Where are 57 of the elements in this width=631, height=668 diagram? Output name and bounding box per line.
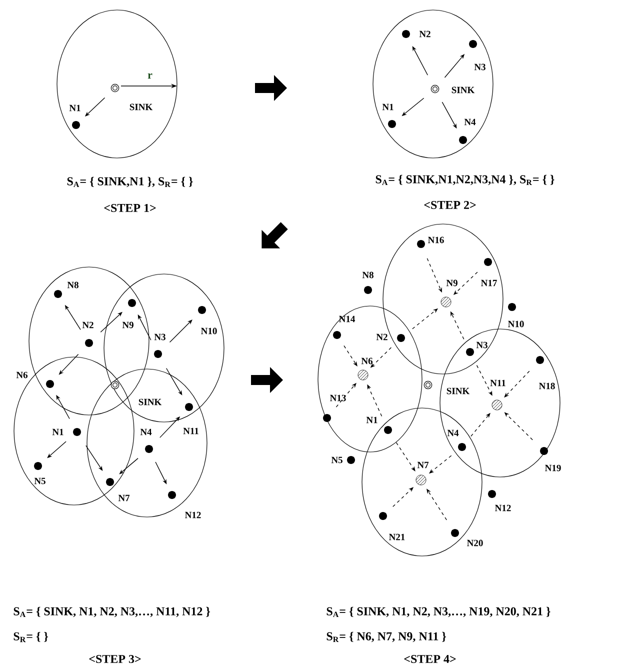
node-label: N2 — [419, 30, 430, 38]
set-label: S$_{A}$= { SINK, N1, N2, N3,…, N19, N20, N21 } — [326, 606, 550, 618]
node-label: SINK — [130, 104, 153, 110]
node-label: N16 — [428, 236, 444, 244]
node-label: N7 — [417, 462, 429, 468]
node-label: N6 — [16, 372, 28, 378]
node-label: N1 — [52, 428, 64, 436]
radius-label: r — [148, 73, 152, 79]
node-label: N4 — [140, 428, 152, 436]
node-label: N10 — [508, 320, 524, 328]
node-label: N3 — [154, 334, 166, 340]
node-label: N3 — [476, 342, 488, 348]
set-label: S$_{A}$= { SINK,N1,N2,N3,N4 }, S$_{R}$= { } — [376, 174, 554, 186]
arrow — [119, 458, 138, 474]
node-label: N13 — [330, 394, 346, 402]
node-label: N21 — [389, 534, 405, 540]
arrow — [169, 320, 192, 343]
node-label: N11 — [183, 428, 198, 434]
node-label: N5 — [34, 478, 46, 484]
step-label: <STEP 4> — [404, 654, 456, 664]
arrow — [396, 442, 416, 472]
node-label: N1 — [69, 104, 80, 112]
step-label: <STEP 2> — [424, 200, 476, 210]
step-label: <STEP 1> — [104, 204, 156, 212]
set-label: S$_{R}$= { N6, N7, N9, N11 } — [326, 632, 446, 642]
node-label: N8 — [67, 282, 78, 288]
node-label: N2 — [82, 322, 94, 328]
set-label: S$_{A}$= { SINK, N1, N2, N3,…, N11, N12 } — [14, 606, 210, 618]
node-label: N6 — [361, 358, 373, 364]
node-label: N17 — [481, 280, 497, 286]
set-label: S$_{R}$= { } — [14, 632, 48, 642]
node-label: SINK — [446, 388, 470, 394]
node-label: N4 — [447, 430, 459, 436]
node-label: N3 — [474, 64, 486, 70]
node-label: N12 — [185, 512, 201, 518]
node-label: N18 — [539, 382, 555, 390]
node-label: SINK — [138, 398, 162, 406]
node-label: N1 — [382, 104, 394, 110]
node-label: N12 — [495, 504, 511, 512]
set-label: S$_{A}$= { SINK,N1 }, S$_{R}$= { } — [67, 176, 193, 188]
node-label: N2 — [376, 334, 388, 340]
node-label: N4 — [464, 118, 476, 126]
node-label: N20 — [467, 540, 483, 546]
node-label: N1 — [366, 416, 378, 424]
node-label: N14 — [339, 316, 356, 322]
node-label: N19 — [545, 464, 561, 472]
node-label: N9 — [122, 322, 134, 328]
node-label: N9 — [446, 280, 458, 286]
node-label: N5 — [331, 456, 342, 464]
node-label: N7 — [118, 494, 130, 502]
node-label: N11 — [490, 380, 506, 386]
arrow — [344, 345, 358, 366]
arrow — [86, 445, 103, 471]
step-label: <STEP 3> — [89, 654, 141, 664]
node-label: N10 — [201, 328, 217, 334]
node-label: SINK — [452, 86, 475, 94]
node-label: N8 — [362, 272, 374, 278]
